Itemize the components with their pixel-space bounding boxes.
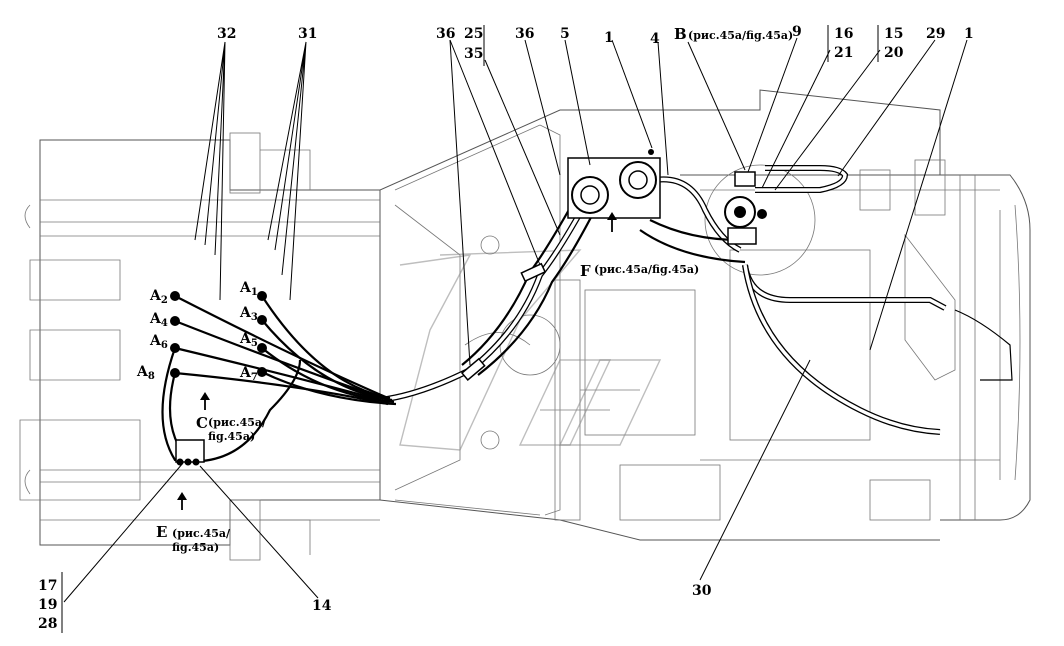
- callout-16: 16: [834, 26, 853, 42]
- coupling-block: [175, 439, 205, 466]
- callout-C-ref-1: (рис.45a/: [208, 416, 267, 429]
- callout-31: 31: [298, 26, 317, 42]
- callout-labels: 32 31 36 25 35 36 5 1 4 B (рис.45a/fig.4…: [38, 24, 974, 632]
- view-arrows: [177, 212, 617, 510]
- callout-C-ref-2: fig.45a): [208, 430, 255, 443]
- callout-4: 4: [650, 31, 660, 47]
- callout-19: 19: [38, 597, 57, 613]
- hose-bundle: [161, 165, 1013, 463]
- callout-21: 21: [834, 45, 853, 61]
- callout-15: 15: [884, 26, 903, 42]
- callout-F-ref: (рис.45a/fig.45a): [594, 263, 699, 276]
- callout-36-left: 36: [436, 26, 455, 42]
- callout-B-ref: (рис.45a/fig.45a): [688, 29, 793, 42]
- hose-clamps: [460, 262, 547, 381]
- callout-25: 25: [464, 26, 483, 42]
- callout-E-ref-2: fig.45a): [172, 541, 219, 554]
- callout-20: 20: [884, 45, 904, 61]
- callout-36-right: 36: [515, 26, 534, 42]
- port-label-A1: A1: [239, 280, 258, 298]
- callout-17: 17: [38, 578, 57, 594]
- port-label-A7: A7: [239, 365, 258, 383]
- callout-E: E: [156, 523, 167, 541]
- callout-28: 28: [38, 616, 57, 632]
- callout-E-ref-1: (рис.45a/: [172, 527, 231, 540]
- chassis-frame: [19, 89, 1031, 561]
- callout-14: 14: [312, 598, 332, 614]
- pump-assembly: [724, 171, 767, 245]
- callout-F: F: [580, 262, 591, 280]
- port-label-A3: A3: [239, 305, 258, 323]
- watermark-logo: [399, 249, 662, 451]
- port-fittings: [170, 291, 267, 378]
- callout-B: B: [674, 25, 687, 43]
- callout-1-top: 1: [604, 30, 614, 46]
- callout-29: 29: [926, 26, 945, 42]
- port-label-A4: A4: [149, 311, 168, 329]
- callout-C: C: [196, 414, 208, 432]
- port-label-A8: A8: [136, 364, 155, 382]
- callout-30: 30: [692, 583, 712, 599]
- callout-32: 32: [217, 26, 236, 42]
- leader-lines: [61, 25, 968, 633]
- callout-1-right: 1: [964, 26, 974, 42]
- port-label-A2: A2: [149, 288, 168, 306]
- port-label-A6: A6: [149, 333, 168, 351]
- valve-block: [567, 149, 661, 219]
- callout-35: 35: [464, 46, 483, 62]
- callout-9: 9: [792, 24, 802, 40]
- callout-5: 5: [560, 26, 570, 42]
- port-label-A5: A5: [239, 331, 258, 349]
- port-labels: A2 A4 A6 A8 A1 A3 A5 A7: [136, 280, 258, 383]
